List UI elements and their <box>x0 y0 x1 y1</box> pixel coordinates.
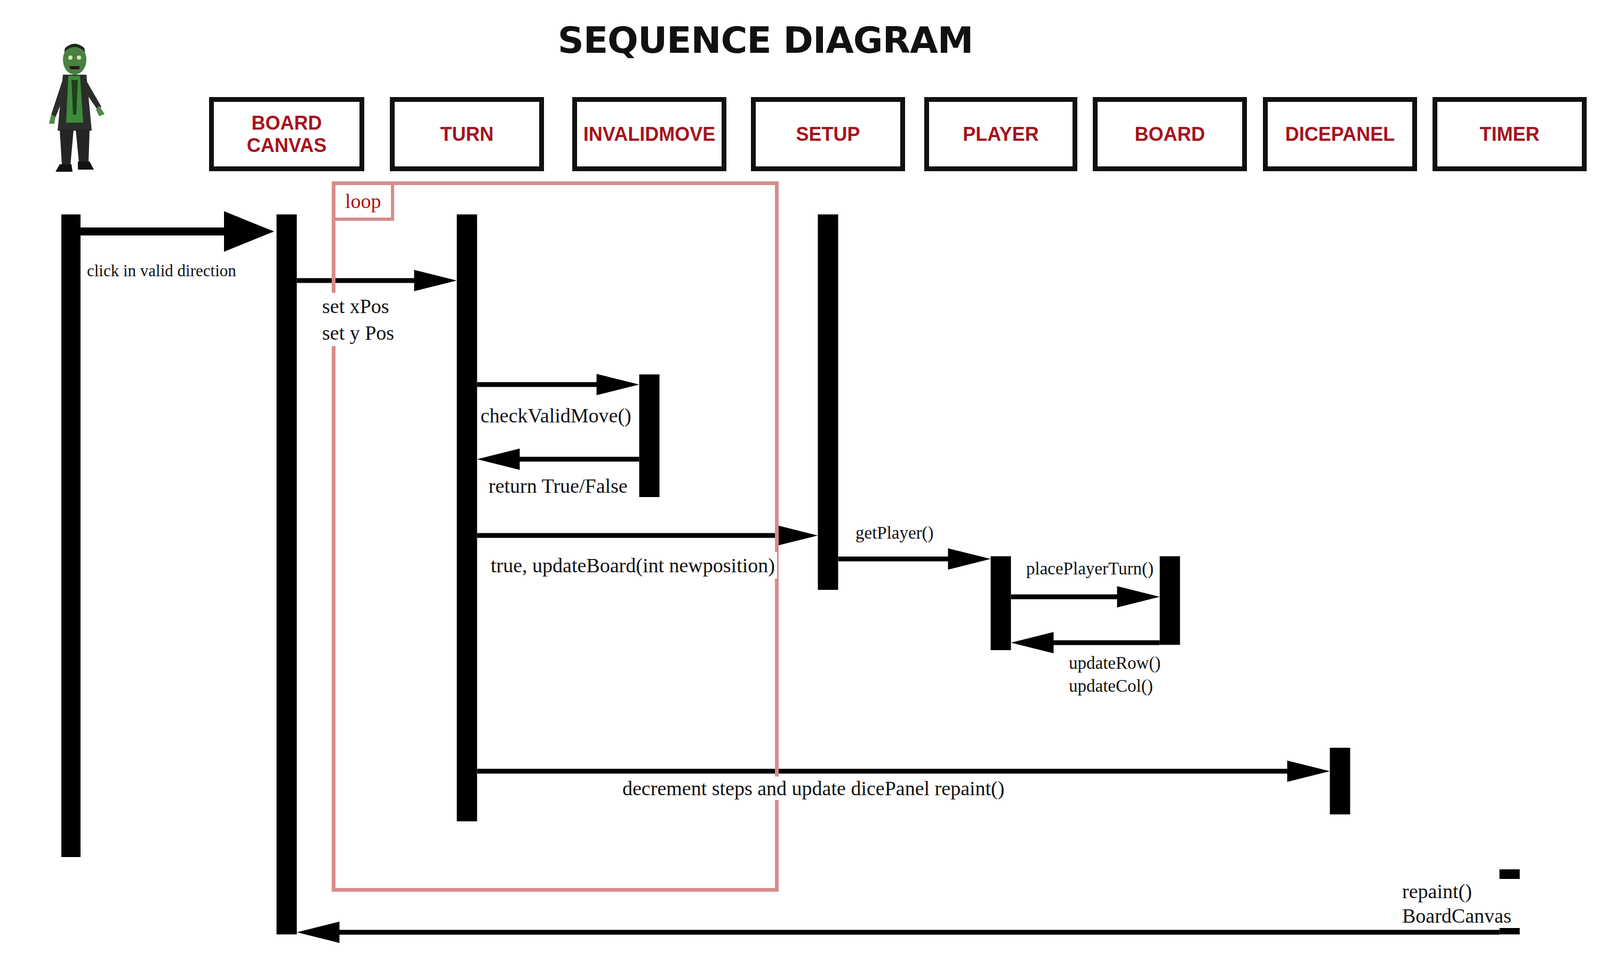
message-arrow <box>297 269 458 292</box>
message-arrow <box>477 373 640 396</box>
lifeline-header: TURN <box>389 97 544 172</box>
message-line <box>1011 594 1120 600</box>
arrow-head <box>477 448 520 470</box>
message-line <box>477 382 599 388</box>
message-line <box>477 769 1290 774</box>
message-arrow <box>1011 586 1160 608</box>
lifeline-name: BOARD <box>1134 123 1206 146</box>
zombie-eye <box>76 55 82 60</box>
message-label: true, updateBoard(int newposition) <box>488 552 778 579</box>
lifeline-header: SETUP <box>750 97 906 172</box>
loop-label: loop <box>345 188 382 215</box>
message-label: decrement steps and update dicePanel rep… <box>620 776 1007 800</box>
message-label: checkValidMove() <box>478 402 634 429</box>
lifeline-name: SETUP <box>795 123 860 146</box>
zombie-arm <box>51 78 67 118</box>
lifeline-name: TIMER <box>1480 123 1540 146</box>
message-arrow <box>477 524 819 547</box>
lifeline-header: BOARD CANVAS <box>209 97 365 172</box>
activation-bar <box>1330 747 1351 815</box>
zombie-foot <box>77 161 94 170</box>
lifeline-name: DICEPANEL <box>1285 123 1395 146</box>
activation-bar <box>818 214 839 590</box>
lifeline-header: PLAYER <box>924 97 1078 172</box>
zombie-arm <box>84 78 102 110</box>
message-line <box>80 227 230 236</box>
activation-bar <box>990 556 1012 651</box>
arrow-head <box>948 548 991 570</box>
lifeline-name: PLAYER <box>962 123 1039 146</box>
zombie-shirt <box>66 75 84 123</box>
lifeline-header: INVALIDMOVE <box>572 97 727 172</box>
arrow-head <box>596 373 640 396</box>
zombie-foot <box>55 164 73 172</box>
zombie-eye <box>68 55 73 60</box>
zombie-hand <box>96 105 105 117</box>
activation-bar <box>639 374 660 498</box>
activation-bar <box>457 214 478 822</box>
zombie-hand <box>49 114 56 124</box>
message-line <box>477 533 778 539</box>
arrow-head <box>775 524 819 547</box>
zombie-hair <box>64 43 86 53</box>
message-arrow <box>838 548 991 570</box>
lifeline-header: DICEPANEL <box>1262 97 1418 172</box>
arrow-head <box>1287 760 1331 782</box>
message-line <box>517 457 640 462</box>
zombie-leg <box>59 129 74 166</box>
message-arrow <box>477 448 640 470</box>
arrow-head <box>297 921 340 943</box>
lifeline-name: BOARD CANVAS <box>219 112 355 157</box>
message-arrow <box>1011 632 1160 654</box>
message-line <box>337 930 1500 935</box>
loop-tab: loop <box>335 185 395 221</box>
arrow-head <box>414 269 458 292</box>
actor-activation-bar <box>61 214 81 858</box>
lifeline-header: BOARD <box>1092 97 1247 172</box>
message-label: return True/False <box>486 472 630 500</box>
zombie-actor <box>49 43 105 172</box>
message-line <box>1051 640 1160 646</box>
diagram-title: SEQUENCE DIAGRAM <box>557 19 974 62</box>
message-label: repaint() BoardCanvas <box>1400 878 1535 928</box>
lifeline-header: TIMER <box>1432 97 1587 172</box>
activation-bar <box>1160 556 1181 645</box>
zombie-leg <box>75 129 90 163</box>
arrow-head <box>1011 632 1054 654</box>
activation-bar <box>276 214 298 935</box>
message-label: set xPos set y Pos <box>320 292 418 347</box>
arrow-head <box>1117 586 1160 608</box>
message-line <box>838 556 951 562</box>
message-label: updateRow() updateCol() <box>1066 651 1186 698</box>
zombie-mouth <box>69 66 80 70</box>
message-label: getPlayer() <box>853 521 936 544</box>
message-label: click in valid direction <box>85 260 238 282</box>
zombie-tie <box>71 80 78 115</box>
message-line <box>297 278 417 284</box>
message-arrow <box>297 921 1500 943</box>
message-label: placePlayerTurn() <box>1024 557 1156 580</box>
lifeline-name: TURN <box>440 123 494 146</box>
arrow-head <box>224 211 275 252</box>
lifeline-name: INVALIDMOVE <box>583 123 716 146</box>
